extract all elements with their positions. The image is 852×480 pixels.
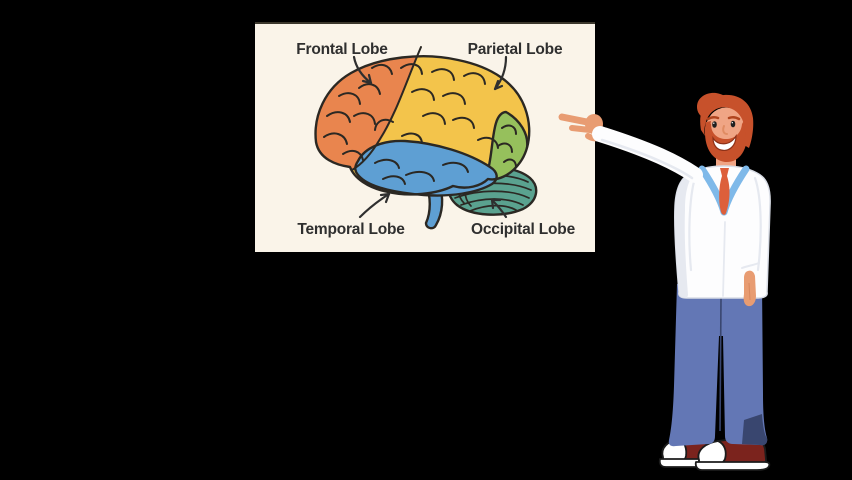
jeans-hem-shadow <box>742 414 768 446</box>
eyes <box>712 120 736 128</box>
parietal-lobe-arrow <box>493 55 508 91</box>
coat-side-shading <box>674 171 696 298</box>
index-finger <box>558 113 596 127</box>
jeans-center-seam <box>719 297 722 432</box>
beard <box>704 117 748 163</box>
cerebrum <box>314 46 531 197</box>
presentation-board: Frontal Lobe Parietal Lobe Temporal Lobe… <box>255 22 595 252</box>
jeans <box>668 284 768 447</box>
nose <box>722 125 728 135</box>
label-parietal-lobe: Parietal Lobe <box>467 41 563 58</box>
annotation-arrows <box>352 55 508 219</box>
head <box>697 92 754 163</box>
presenter-character <box>558 92 771 471</box>
brain-diagram <box>314 46 538 230</box>
hair <box>700 94 754 148</box>
pointing-arm <box>592 126 703 183</box>
temporal-lobe-arrow <box>358 192 391 219</box>
mouth-smile <box>712 133 737 151</box>
label-occipital-lobe: Occipital Lobe <box>471 221 575 238</box>
temporal-lobe-shape <box>354 139 498 197</box>
tie <box>719 168 730 215</box>
occipital-lobe-arrow <box>490 198 508 219</box>
central-sulcus-line <box>351 46 422 171</box>
frontal-lobe-shape <box>315 56 422 179</box>
front-shoe <box>694 436 771 471</box>
label-frontal-lobe: Frontal Lobe <box>296 41 388 58</box>
side-hand <box>743 270 756 307</box>
hair-quiff <box>697 92 727 119</box>
label-temporal-lobe: Temporal Lobe <box>297 221 405 238</box>
lab-coat <box>673 165 771 299</box>
gyri-lines <box>323 63 517 185</box>
frontal-lobe-arrow <box>352 55 373 85</box>
eyebrows <box>706 115 741 121</box>
